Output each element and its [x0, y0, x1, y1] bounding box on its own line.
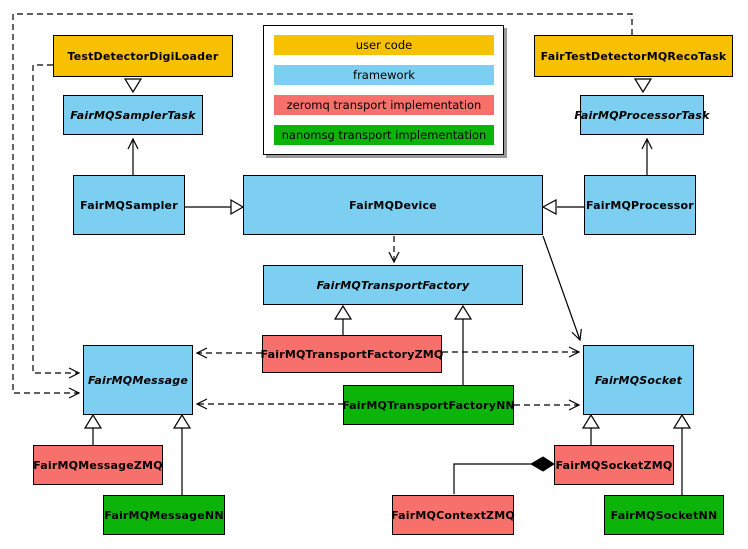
node-fairmqsamplertask: FairMQSamplerTask — [63, 95, 203, 135]
node-fairmqsocketzmq: FairMQSocketZMQ — [554, 445, 674, 485]
node-fairmqsampler: FairMQSampler — [73, 175, 185, 235]
inheritance-triangle-message-left — [83, 413, 103, 429]
edge-recotask-to-message — [12, 13, 633, 399]
edge-device-to-socket — [542, 235, 582, 342]
inheritance-triangle-samplertask — [123, 78, 143, 94]
inheritance-triangle-transportfactory-left — [333, 304, 353, 320]
node-fairtestdetectormqrecotask: FairTestDetectorMQRecoTask — [534, 35, 733, 77]
inheritance-triangle-message-right — [172, 413, 192, 429]
inheritance-triangle-processortask — [633, 78, 653, 94]
legend-item-zeromq: zeromq transport implementation — [274, 95, 494, 115]
node-fairmqsocketnn: FairMQSocketNN — [604, 495, 724, 535]
node-fairmqtransportfactoryzmq: FairMQTransportFactoryZMQ — [261, 335, 443, 373]
inheritance-triangle-device-left — [230, 198, 245, 216]
node-fairmqcontextzmq: FairMQContextZMQ — [391, 495, 515, 535]
inheritance-triangle-device-right — [541, 198, 557, 216]
legend: user code framework zeromq transport imp… — [263, 25, 504, 155]
node-fairmqdevice: FairMQDevice — [243, 175, 543, 235]
legend-item-nanomsg: nanomsg transport implementation — [274, 125, 494, 145]
node-fairmqmessagenn: FairMQMessageNN — [103, 495, 225, 535]
legend-label-zeromq: zeromq transport implementation — [286, 98, 482, 112]
node-fairmqtransportfactory: FairMQTransportFactory — [263, 265, 523, 305]
edge-socketzmq-to-contextzmq — [453, 463, 531, 494]
node-fairmqmessagezmq: FairMQMessageZMQ — [33, 445, 163, 485]
node-fairmqprocessortask: FairMQProcessorTask — [574, 95, 709, 135]
node-fairmqmessage: FairMQMessage — [83, 345, 193, 415]
inheritance-triangle-transportfactory-right — [453, 304, 473, 320]
legend-item-user-code: user code — [274, 35, 494, 55]
node-testdetectordigiloader: TestDetectorDigiLoader — [53, 35, 233, 77]
node-fairmqprocessor: FairMQProcessor — [584, 175, 696, 235]
inheritance-triangle-socket-right — [672, 413, 692, 429]
legend-label-framework: framework — [353, 68, 415, 82]
composition-diamond-socketzmq — [530, 456, 555, 472]
legend-label-nanomsg: nanomsg transport implementation — [281, 128, 487, 142]
legend-item-framework: framework — [274, 65, 494, 85]
node-fairmqtransportfactorynn: FairMQTransportFactoryNN — [342, 385, 515, 425]
inheritance-triangle-socket-left — [581, 413, 601, 429]
node-fairmqsocket: FairMQSocket — [583, 345, 694, 415]
legend-label-user-code: user code — [355, 38, 413, 52]
edge-digiloader-to-message — [32, 64, 81, 379]
